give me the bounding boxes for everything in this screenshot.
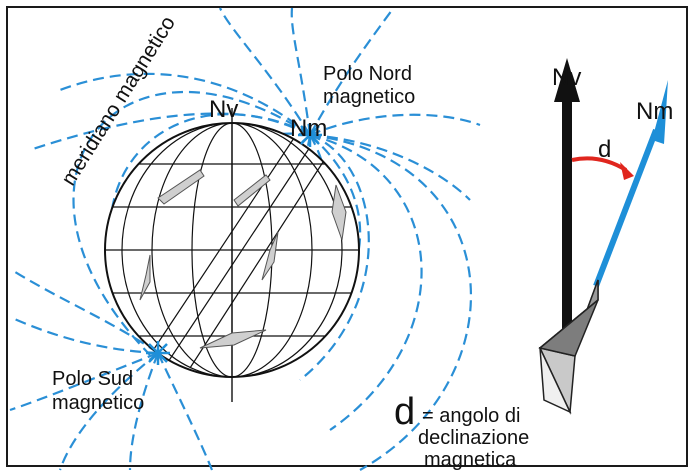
legend-line3: magnetica	[424, 449, 517, 471]
north-pole-label-line1: Polo Nord	[323, 63, 412, 85]
arrow-magnetic-north-label: Nm	[636, 98, 674, 125]
south-magnetic-pole	[146, 341, 170, 365]
arrow-true-north-label: Nv	[552, 64, 582, 91]
declination-arc	[571, 156, 634, 180]
legend-d-symbol: d	[394, 391, 416, 433]
globe-magnetic-north-label: Nm	[290, 115, 328, 142]
globe-needles	[139, 169, 347, 349]
diagram-frame	[6, 6, 688, 467]
south-pole-label-line2: magnetico	[52, 392, 145, 414]
compass-needle	[538, 279, 599, 415]
true-north-arrow	[554, 58, 580, 340]
legend-line1: = angolo di	[422, 405, 521, 427]
declination-angle-label: d	[598, 136, 612, 163]
earth-globe	[104, 108, 360, 402]
south-pole-label-line1: Polo Sud	[52, 368, 134, 390]
globe-true-north-label: Nv	[209, 96, 239, 123]
magnetic-north-needle	[593, 80, 668, 288]
north-magnetic-pole	[298, 123, 322, 147]
legend-line2: declinazione	[418, 427, 530, 449]
north-pole-label-line2: magnetico	[323, 86, 416, 108]
